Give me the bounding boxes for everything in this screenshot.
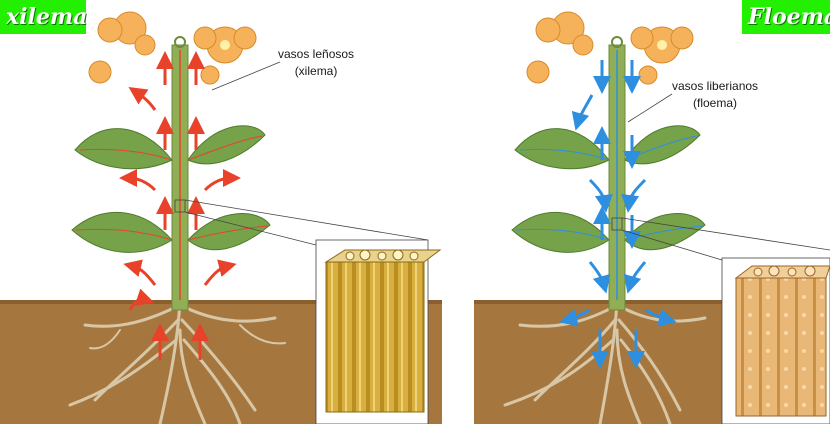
xylem-arrows [119, 51, 241, 360]
phloem-vessel-inset [734, 265, 830, 417]
roots [68, 298, 286, 424]
xylem-panel [0, 11, 442, 424]
phloem-label-line2: (floema) [693, 96, 738, 110]
soil-surface [0, 300, 442, 304]
flowers [526, 11, 694, 85]
flowers [88, 11, 257, 85]
xylem-label-line2: (xilema) [294, 64, 338, 78]
xylem-vessel-inset [324, 249, 442, 413]
xylem-label: vasos leñosos (xilema) [278, 46, 354, 80]
leaves [511, 125, 706, 253]
phloem-badge: Floema [742, 0, 830, 34]
leaves [71, 125, 271, 253]
phloem-panel [474, 11, 830, 424]
stem-tip [174, 36, 186, 48]
stem-tip [611, 36, 623, 48]
soil-surface [474, 300, 742, 304]
xylem-badge: xilema [0, 0, 87, 34]
xylem-label-line1: vasos leñosos [278, 47, 355, 61]
phloem-label: vasos liberianos (floema) [672, 78, 758, 112]
phloem-label-line1: vasos liberianos [672, 79, 759, 93]
